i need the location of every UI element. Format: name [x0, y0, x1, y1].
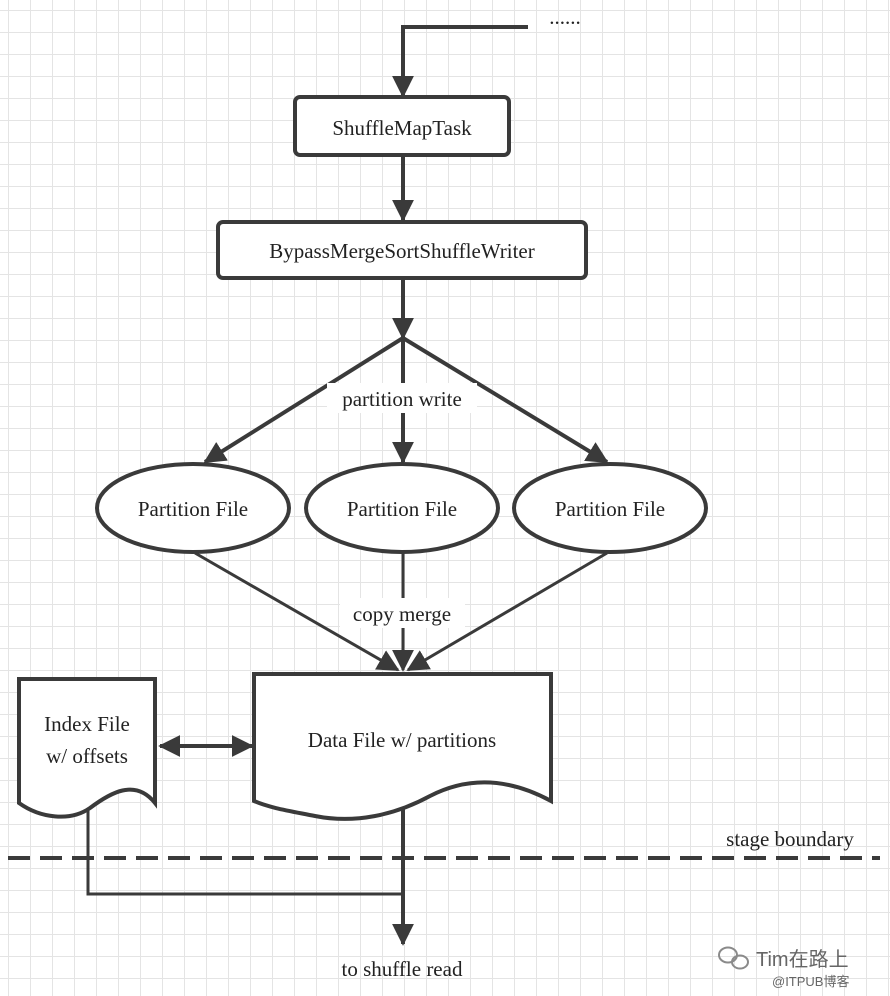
split-to-partition-1-arrow	[203, 336, 405, 464]
data-file-document[interactable]	[252, 672, 553, 821]
copy-merge-label-bg	[340, 598, 465, 628]
copy-merge-label: copy merge	[353, 602, 451, 626]
to-shuffle-read-label: to shuffle read	[342, 957, 463, 981]
partition-file-3-ellipse[interactable]	[512, 462, 708, 554]
bypass-writer-box[interactable]	[216, 220, 588, 280]
chat-bubble-icon	[718, 946, 749, 970]
stage-boundary-label: stage boundary	[726, 827, 854, 851]
watermark-source: @ITPUB博客	[772, 974, 849, 989]
data-file-label: Data File w/ partitions	[308, 728, 496, 752]
top-ellipsis: ......	[549, 5, 581, 29]
split-to-partition-3-arrow	[401, 336, 609, 464]
index-file-document[interactable]	[17, 677, 157, 819]
index-to-shuffle-read-connector	[86, 806, 403, 896]
index-file-label-line1: Index File	[44, 712, 130, 736]
bypass-writer-label: BypassMergeSortShuffleWriter	[269, 239, 535, 263]
partition-write-label-bg	[327, 383, 477, 413]
watermark: Tim在路上 @ITPUB博客	[718, 946, 849, 989]
partition-file-3-label: Partition File	[555, 497, 665, 521]
partition-3-to-data-arrow	[406, 551, 608, 672]
partition-1-to-data-arrow	[194, 551, 400, 672]
index-file-label-line2: w/ offsets	[46, 744, 128, 768]
incoming-connector	[392, 25, 528, 98]
partition-write-label: partition write	[342, 387, 462, 411]
shuffle-map-task-label: ShuffleMapTask	[332, 116, 472, 140]
shuffle-map-task-box[interactable]	[293, 95, 511, 157]
watermark-author: Tim在路上	[756, 948, 849, 971]
partition-file-2-label: Partition File	[347, 497, 457, 521]
partition-file-1-ellipse[interactable]	[95, 462, 291, 554]
partition-file-1-label: Partition File	[138, 497, 248, 521]
partition-file-2-ellipse[interactable]	[304, 462, 500, 554]
